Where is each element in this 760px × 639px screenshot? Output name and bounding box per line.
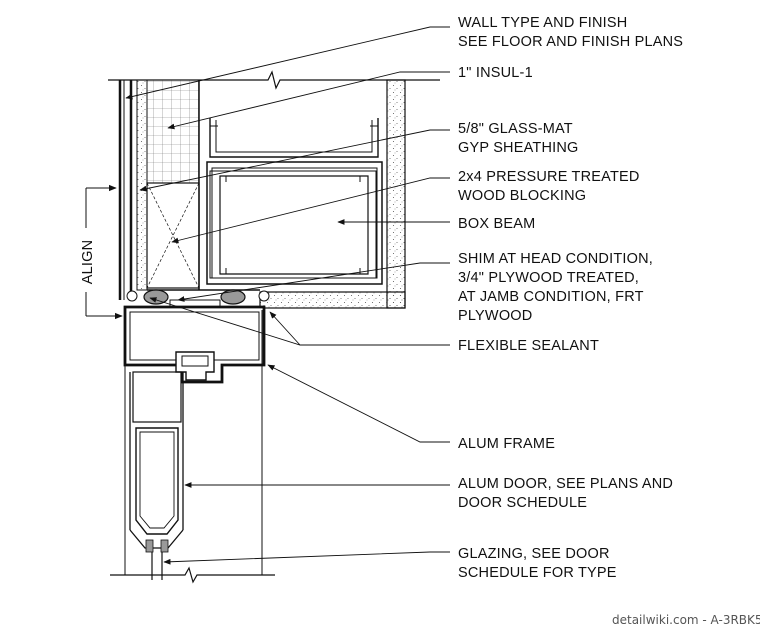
label-shim-2: 3/4" PLYWOOD TREATED,: [458, 270, 639, 286]
top-channel: [209, 118, 379, 158]
insulation-grid: [146, 79, 200, 184]
label-alum-door-1: ALUM DOOR, SEE PLANS AND: [458, 476, 673, 492]
label-gyp-1: 5/8" GLASS-MAT: [458, 121, 573, 137]
label-alum-frame: ALUM FRAME: [458, 436, 555, 452]
label-gyp-2: GYP SHEATHING: [458, 140, 579, 156]
leader-lines: [125, 26, 450, 565]
label-shim-3: AT JAMB CONDITION, FRT: [458, 289, 644, 305]
label-blocking-1: 2x4 PRESSURE TREATED: [458, 169, 640, 185]
label-wall-type-2: SEE FLOOR AND FINISH PLANS: [458, 34, 683, 50]
label-blocking-2: WOOD BLOCKING: [458, 188, 586, 204]
label-sealant: FLEXIBLE SEALANT: [458, 338, 599, 354]
box-beam: [206, 161, 383, 285]
wall-assembly: [108, 70, 440, 309]
top-break-line: [108, 70, 440, 90]
label-box-beam: BOX BEAM: [458, 216, 535, 232]
glass-mat-sheathing: [136, 79, 148, 291]
label-wall-type-1: WALL TYPE AND FINISH: [458, 15, 627, 31]
alum-frame: [123, 305, 266, 384]
callout-labels: WALL TYPE AND FINISH SEE FLOOR AND FINIS…: [458, 15, 683, 581]
label-insul: 1" INSUL-1: [458, 65, 533, 81]
label-alum-door-2: DOOR SCHEDULE: [458, 495, 587, 511]
alum-door: [110, 310, 275, 584]
watermark: detailwiki.com - A-3RBK5: [612, 613, 760, 627]
label-glazing-1: GLAZING, SEE DOOR: [458, 546, 610, 562]
bottom-break-line: [110, 566, 275, 584]
interior-gypsum: [386, 79, 406, 309]
align-dimension: [85, 184, 123, 320]
align-label: ALIGN: [80, 240, 96, 285]
label-shim-4: PLYWOOD: [458, 308, 532, 324]
label-glazing-2: SCHEDULE FOR TYPE: [458, 565, 617, 581]
label-shim-1: SHIM AT HEAD CONDITION,: [458, 251, 653, 267]
